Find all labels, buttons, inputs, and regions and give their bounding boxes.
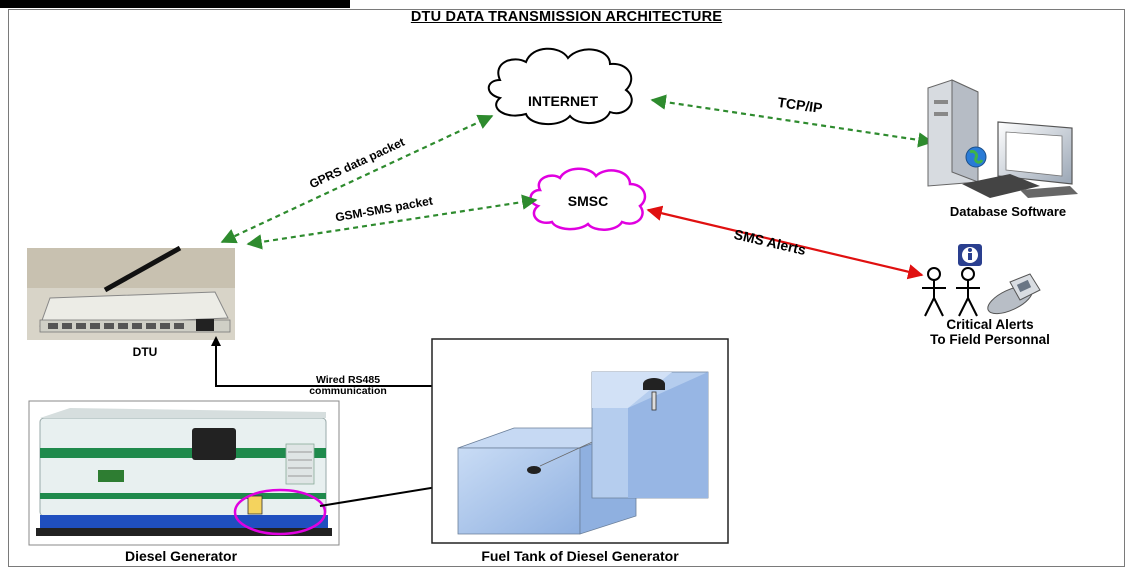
top-bar xyxy=(0,0,350,8)
info-icon xyxy=(958,244,982,266)
tcpip-link xyxy=(650,94,934,148)
person-icon-2 xyxy=(956,267,980,317)
antenna-icon xyxy=(103,245,182,293)
diesel-generator xyxy=(28,400,340,546)
diesel-generator-label: Diesel Generator xyxy=(124,548,238,564)
sms-alerts-link xyxy=(646,205,924,280)
fuel-tank xyxy=(431,338,729,544)
diagram-title: DTU DATA TRANSMISSION ARCHITECTURE xyxy=(410,9,723,25)
dtu-device xyxy=(27,245,235,340)
rs485-label-1: Wired RS485 xyxy=(315,374,381,386)
sensor-highlight xyxy=(233,488,327,536)
cloud-icon xyxy=(487,47,633,125)
gsm-sms-link xyxy=(246,194,538,250)
database-label: Database Software xyxy=(949,204,1067,219)
person-icon xyxy=(922,267,946,317)
rs485-label-2: communication xyxy=(309,385,387,397)
critical-alerts-label: Critical Alerts xyxy=(946,317,1034,332)
globe-icon xyxy=(965,146,987,168)
dtu-label: DTU xyxy=(132,345,158,359)
phone-icon xyxy=(987,273,1041,315)
gprs-link xyxy=(220,114,494,244)
computer-icon xyxy=(927,79,1078,198)
fuel-tank-label: Fuel Tank of Diesel Generator xyxy=(481,548,679,564)
field-personnel-label: To Field Personnal xyxy=(930,332,1050,347)
diagram-frame xyxy=(8,9,1125,567)
internet-label: INTERNET xyxy=(528,93,598,109)
smsc-label: SMSC xyxy=(567,193,609,209)
